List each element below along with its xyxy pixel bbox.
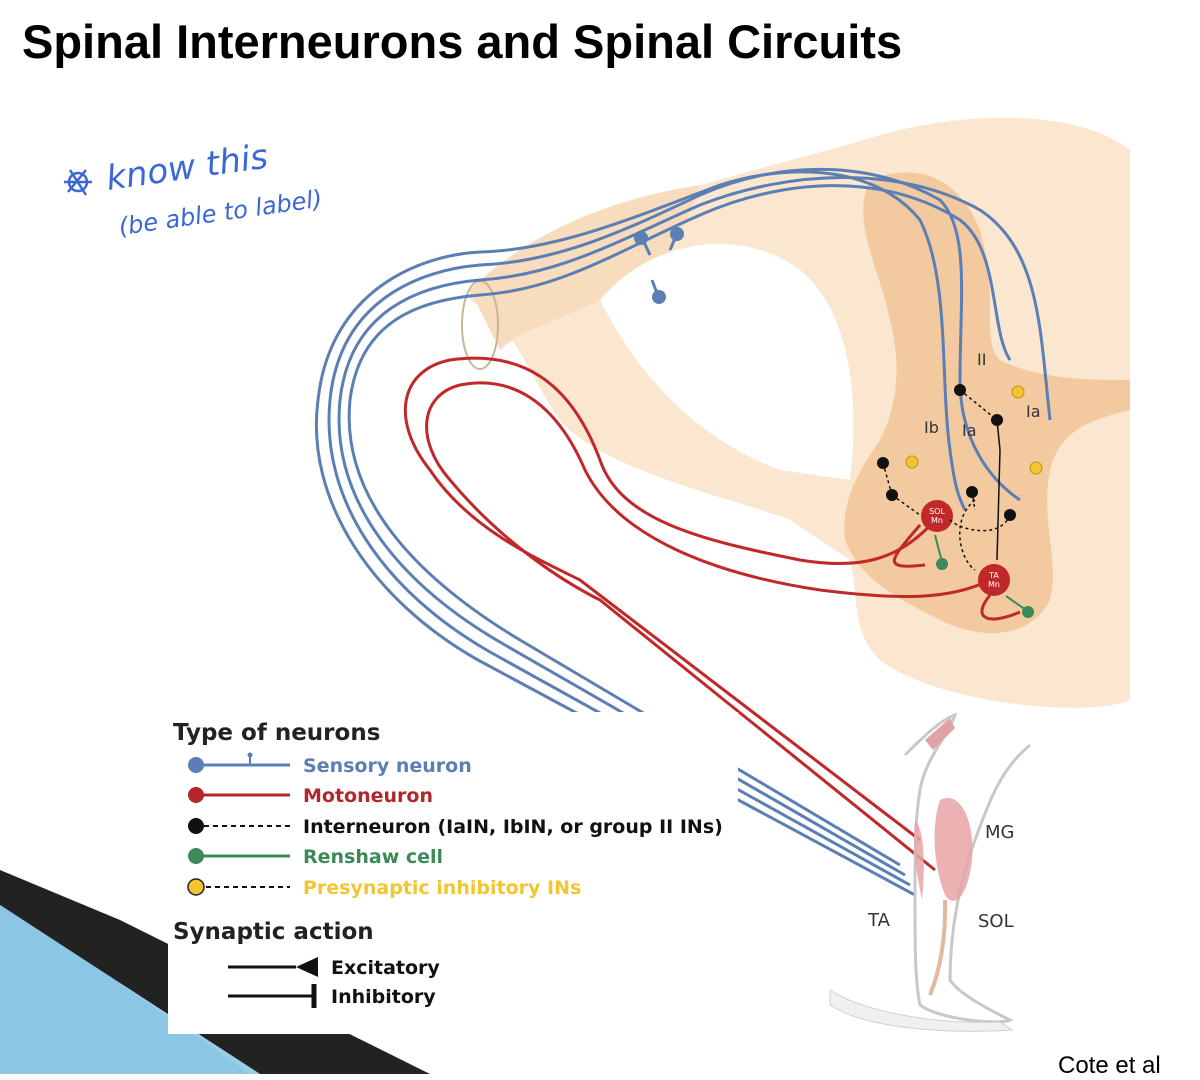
ta-recurrent	[980, 594, 1021, 621]
drg-cell-body	[670, 227, 684, 241]
presynaptic-ins	[905, 385, 1043, 475]
slide-title: Spinal Interneurons and Spinal Circuits	[22, 15, 903, 68]
drg-cell-body	[652, 290, 666, 304]
legend-label: Motoneuron	[303, 785, 433, 807]
sensory-fiber	[347, 184, 1012, 867]
ta-motoneuron	[978, 564, 1010, 596]
ta-mn-line1: TA	[988, 571, 999, 580]
ganglion-cells	[634, 227, 684, 304]
legend-label: Inhibitory	[331, 986, 436, 1008]
sol-recurrent	[892, 524, 926, 568]
star-icon	[64, 169, 92, 196]
cord-gap	[600, 243, 854, 480]
legend-label: Sensory neuron	[303, 755, 472, 777]
legend-item-interneuron: Interneuron (IaIN, IbIN, or group II INs…	[188, 816, 723, 838]
legend-synaptic-heading: Synaptic action	[173, 919, 374, 945]
label-ia-right: Ia	[1026, 402, 1041, 421]
renshaw-cell	[1022, 606, 1034, 618]
knee-muscle	[925, 718, 955, 750]
motoneurons: SOL Mn TA Mn	[921, 500, 1010, 596]
tendon	[928, 899, 948, 996]
presynaptic-in	[905, 455, 919, 469]
interneuron	[886, 489, 898, 501]
handwritten-annotation: know this (be able to label)	[64, 137, 324, 241]
muscle-label-ta: TA	[867, 910, 891, 931]
sensory-fiber	[315, 170, 967, 897]
interneuron	[1004, 509, 1016, 521]
legend-label: Renshaw cell	[303, 846, 443, 868]
renshaw-cell	[936, 558, 948, 570]
citation: Cote et al	[1058, 1052, 1161, 1079]
drg-cell-body	[634, 231, 648, 245]
presynaptic-in	[1029, 461, 1043, 475]
label-ii: II	[977, 350, 986, 369]
label-ib: Ib	[924, 418, 939, 437]
interneuron	[954, 384, 966, 396]
interneuron-links	[882, 389, 1011, 571]
sol-mn-line2: Mn	[931, 516, 943, 525]
legend-label: Excitatory	[331, 957, 440, 979]
legend-item-inhibitory: Inhibitory	[228, 984, 436, 1008]
legend-item-sensory: Sensory neuron	[188, 752, 472, 777]
legend-label: Presynaptic inhibitory INs	[303, 877, 581, 899]
presynaptic-in	[1011, 385, 1025, 399]
motor-axons	[403, 356, 1021, 872]
interneurons	[877, 384, 1016, 521]
sensory-fiber	[327, 167, 1021, 887]
legend-neurons-heading: Type of neurons	[173, 720, 380, 746]
sol-mn-line1: SOL	[929, 507, 945, 516]
label-ia-mid: Ia	[962, 421, 977, 440]
interneuron	[991, 414, 1003, 426]
annotation-line1: know this	[104, 137, 271, 199]
ta-muscle	[914, 820, 924, 900]
spinal-cord	[461, 117, 1130, 708]
interneuron	[966, 486, 978, 498]
legend-item-motoneuron: Motoneuron	[188, 785, 433, 807]
mg-muscle	[934, 798, 973, 901]
interneuron	[877, 457, 889, 469]
renshaw-cells	[934, 534, 1034, 618]
legend-item-presynaptic: Presynaptic inhibitory INs	[187, 877, 581, 899]
legend-neuron-types: Sensory neuron Motoneuron Interneuron (I…	[187, 752, 723, 899]
muscle-label-mg: MG	[985, 822, 1014, 843]
muscle-label-sol: SOL	[978, 911, 1014, 932]
legend-item-renshaw: Renshaw cell	[188, 846, 443, 868]
foot	[829, 989, 1014, 1032]
legend-item-excitatory: Excitatory	[228, 957, 440, 979]
legend-synaptic-types: Excitatory Inhibitory	[228, 957, 440, 1008]
sol-motor-axon	[403, 356, 937, 842]
grey-matter	[844, 172, 1130, 634]
sensory-fiber	[337, 176, 1052, 877]
leg-illustration: MG TA SOL	[829, 712, 1031, 1032]
ta-motor-axon	[425, 381, 991, 872]
sensory-fibers	[315, 167, 1052, 897]
sol-motoneuron	[921, 500, 953, 532]
legend-label: Interneuron (IaIN, IbIN, or group II INs…	[303, 816, 723, 838]
ta-mn-line2: Mn	[988, 580, 1000, 589]
